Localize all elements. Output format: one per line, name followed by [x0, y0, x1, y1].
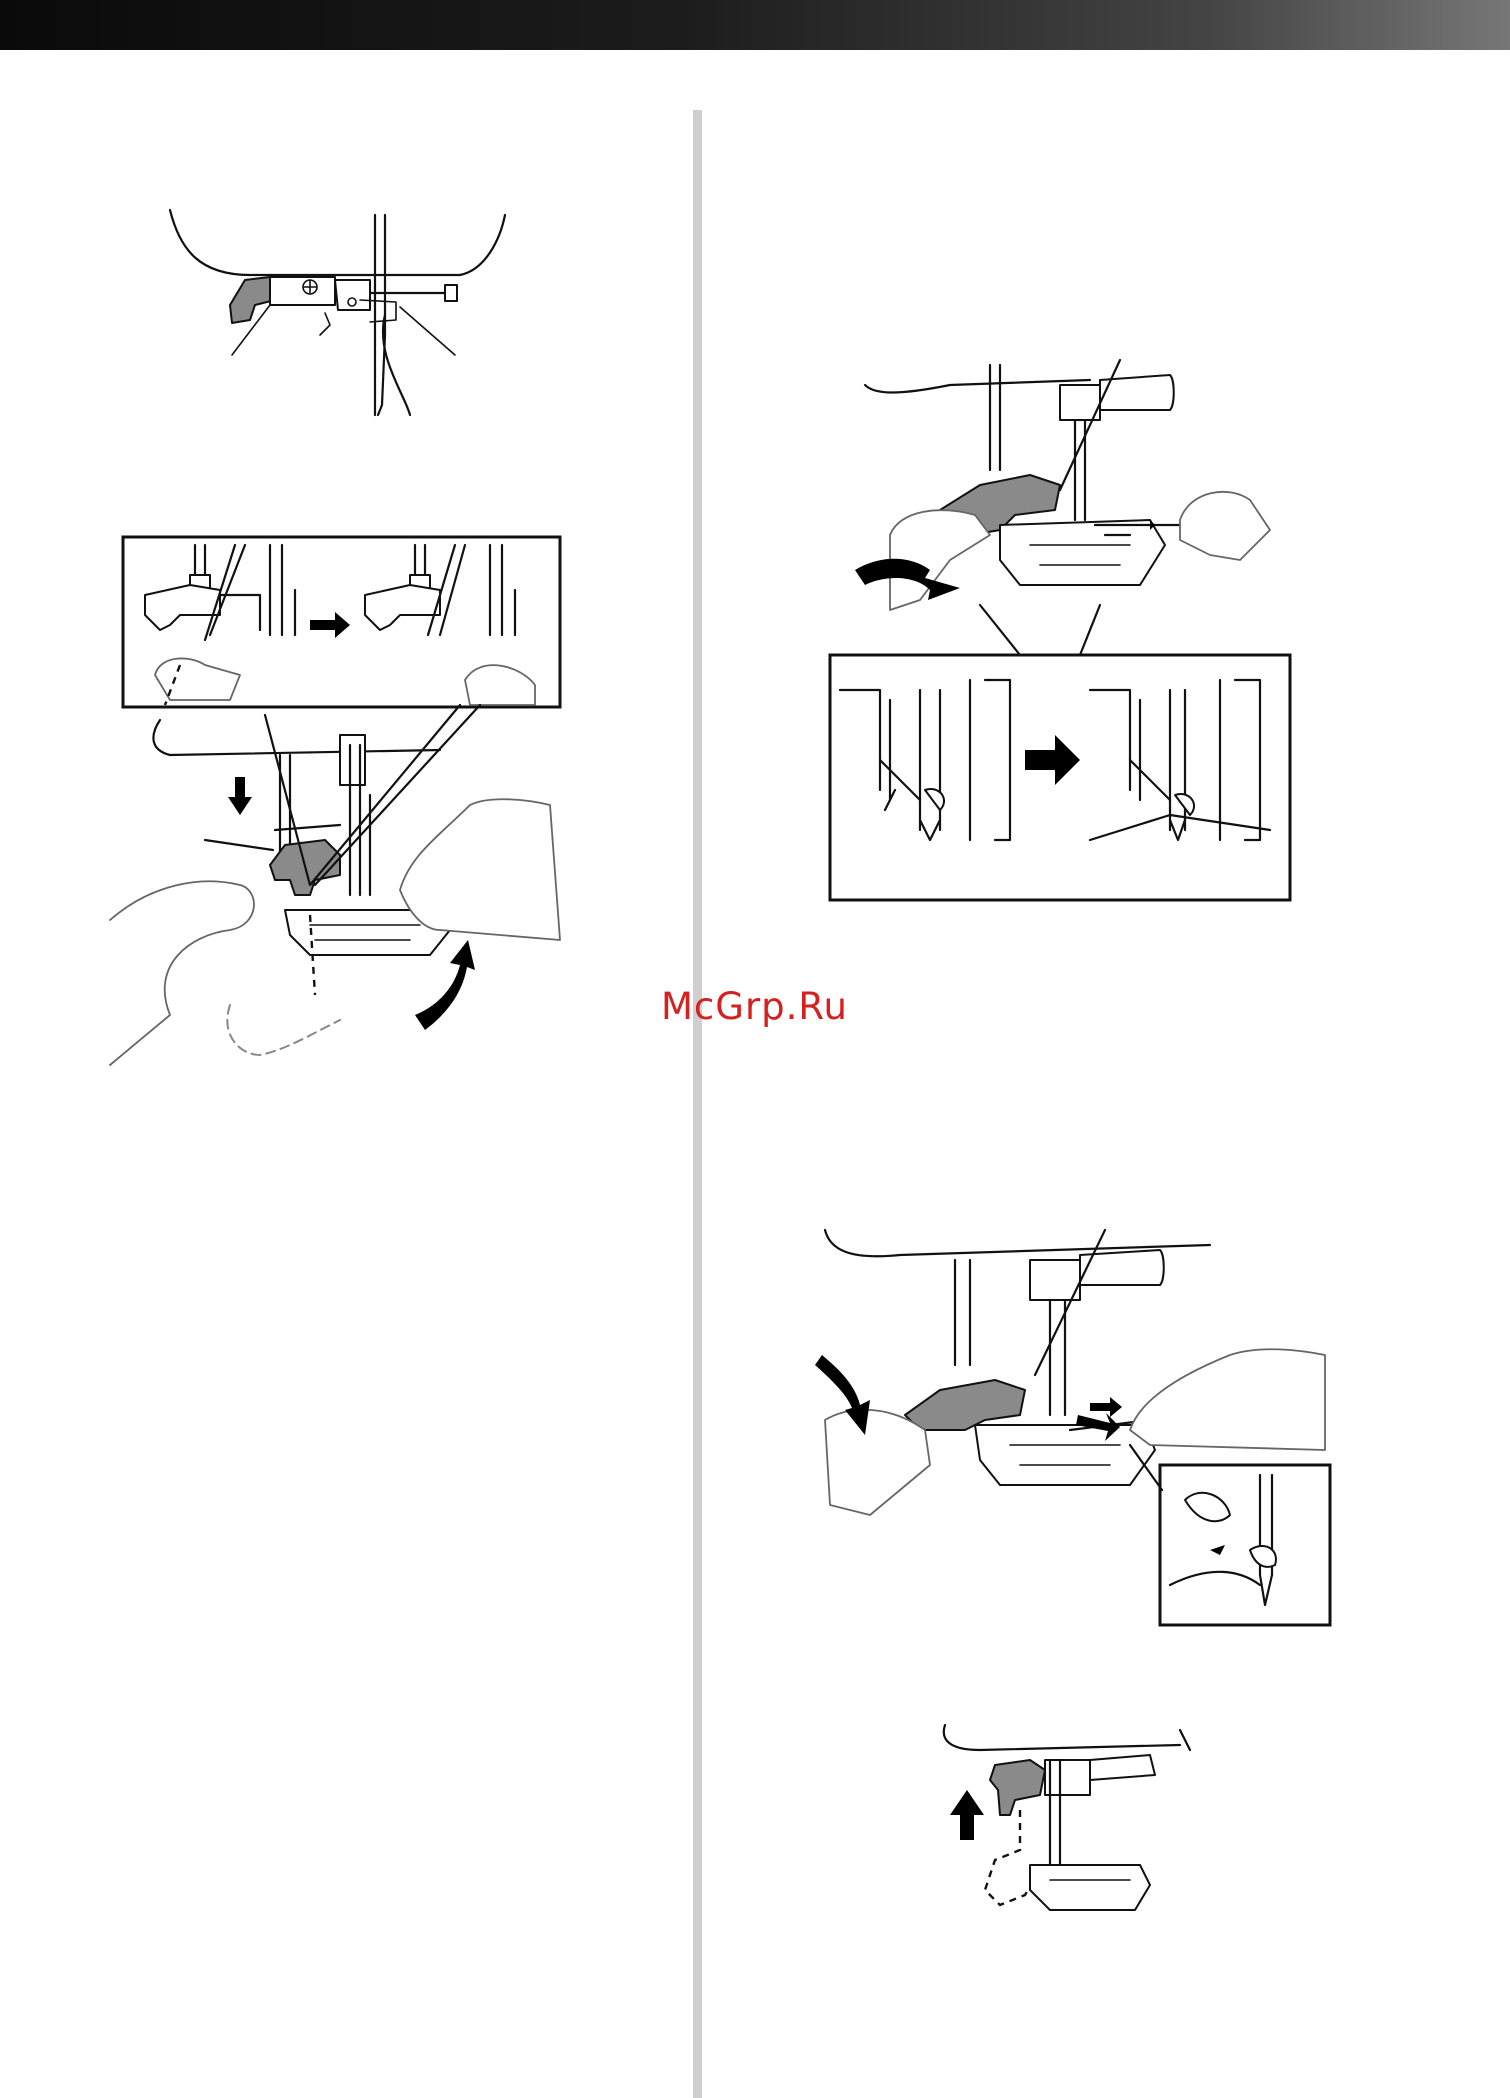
fig-releasing-lever-loop [810, 1215, 1335, 1630]
header-bar [0, 0, 1510, 50]
fig-hook-through-needle-eye [830, 360, 1290, 900]
column-divider [693, 110, 702, 2098]
fig-presser-foot-raise [920, 1720, 1200, 1930]
fig-lowering-threader-with-inset [110, 535, 560, 1070]
fig-threader-lever-closeup [160, 205, 520, 425]
watermark: McGrp.Ru [661, 985, 861, 1028]
